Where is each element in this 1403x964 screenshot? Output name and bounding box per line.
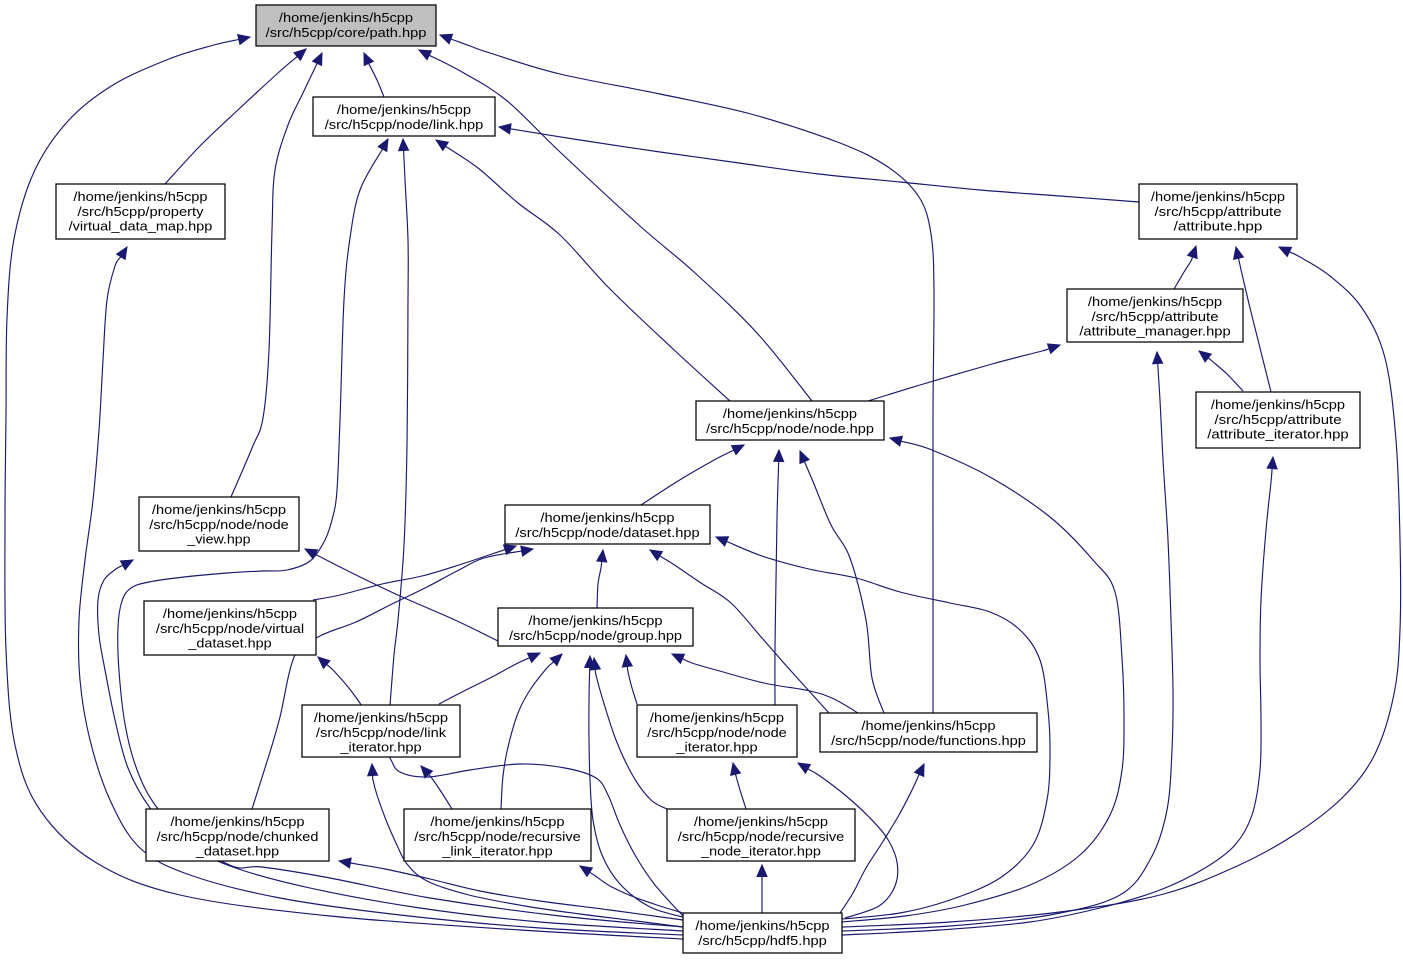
svg-text:_link_iterator.hpp: _link_iterator.hpp [441,844,552,859]
svg-text:/src/h5cpp/attribute: /src/h5cpp/attribute [1155,204,1282,219]
svg-text:/src/h5cpp/hdf5.hpp: /src/h5cpp/hdf5.hpp [698,933,827,948]
svg-text:/home/jenkins/h5cpp: /home/jenkins/h5cpp [1088,294,1222,309]
svg-text:/home/jenkins/h5cpp: /home/jenkins/h5cpp [73,189,207,204]
svg-text:/home/jenkins/h5cpp: /home/jenkins/h5cpp [694,814,828,829]
svg-text:/home/jenkins/h5cpp: /home/jenkins/h5cpp [695,918,829,933]
svg-text:/home/jenkins/h5cpp: /home/jenkins/h5cpp [540,510,674,525]
svg-text:/virtual_data_map.hpp: /virtual_data_map.hpp [69,219,213,234]
svg-text:/src/h5cpp/node/recursive: /src/h5cpp/node/recursive [414,829,580,844]
svg-text:/home/jenkins/h5cpp: /home/jenkins/h5cpp [163,606,297,621]
svg-text:_dataset.hpp: _dataset.hpp [187,636,271,651]
svg-text:/src/h5cpp/core/path.hpp: /src/h5cpp/core/path.hpp [266,25,427,40]
svg-text:/src/h5cpp/node/node.hpp: /src/h5cpp/node/node.hpp [706,421,874,436]
svg-text:/src/h5cpp/node/recursive: /src/h5cpp/node/recursive [678,829,844,844]
svg-text:/src/h5cpp/node/node: /src/h5cpp/node/node [149,517,288,532]
svg-text:/src/h5cpp/node/node: /src/h5cpp/node/node [647,725,786,740]
svg-text:_iterator.hpp: _iterator.hpp [339,740,421,755]
svg-text:/home/jenkins/h5cpp: /home/jenkins/h5cpp [279,10,413,25]
svg-text:_node_iterator.hpp: _node_iterator.hpp [700,844,821,859]
svg-text:/src/h5cpp/node/dataset.hpp: /src/h5cpp/node/dataset.hpp [515,525,699,540]
svg-text:/home/jenkins/h5cpp: /home/jenkins/h5cpp [430,814,564,829]
svg-text:/attribute.hpp: /attribute.hpp [1174,219,1263,234]
svg-text:/home/jenkins/h5cpp: /home/jenkins/h5cpp [170,814,304,829]
svg-text:/src/h5cpp/property: /src/h5cpp/property [78,204,204,219]
svg-text:/attribute_iterator.hpp: /attribute_iterator.hpp [1207,427,1349,442]
svg-text:/home/jenkins/h5cpp: /home/jenkins/h5cpp [314,710,448,725]
svg-text:/home/jenkins/h5cpp: /home/jenkins/h5cpp [723,406,857,421]
svg-text:/src/h5cpp/node/chunked: /src/h5cpp/node/chunked [157,829,319,844]
svg-text:/home/jenkins/h5cpp: /home/jenkins/h5cpp [1151,189,1285,204]
svg-text:/attribute_manager.hpp: /attribute_manager.hpp [1079,324,1230,339]
svg-text:_iterator.hpp: _iterator.hpp [675,740,757,755]
svg-text:/src/h5cpp/node/group.hpp: /src/h5cpp/node/group.hpp [509,628,682,643]
svg-text:/home/jenkins/h5cpp: /home/jenkins/h5cpp [337,102,471,117]
svg-text:/home/jenkins/h5cpp: /home/jenkins/h5cpp [650,710,784,725]
svg-text:/home/jenkins/h5cpp: /home/jenkins/h5cpp [152,502,286,517]
svg-text:/src/h5cpp/attribute: /src/h5cpp/attribute [1092,309,1219,324]
svg-text:/src/h5cpp/node/link: /src/h5cpp/node/link [316,725,447,740]
svg-text:/home/jenkins/h5cpp: /home/jenkins/h5cpp [861,718,995,733]
svg-text:_dataset.hpp: _dataset.hpp [195,844,279,859]
svg-text:/src/h5cpp/node/functions.hpp: /src/h5cpp/node/functions.hpp [831,733,1026,748]
svg-text:/src/h5cpp/node/link.hpp: /src/h5cpp/node/link.hpp [325,117,484,132]
svg-text:/src/h5cpp/node/virtual: /src/h5cpp/node/virtual [156,621,304,636]
svg-text:_view.hpp: _view.hpp [186,532,250,547]
svg-text:/home/jenkins/h5cpp: /home/jenkins/h5cpp [528,613,662,628]
svg-text:/home/jenkins/h5cpp: /home/jenkins/h5cpp [1211,397,1345,412]
svg-text:/src/h5cpp/attribute: /src/h5cpp/attribute [1215,412,1342,427]
